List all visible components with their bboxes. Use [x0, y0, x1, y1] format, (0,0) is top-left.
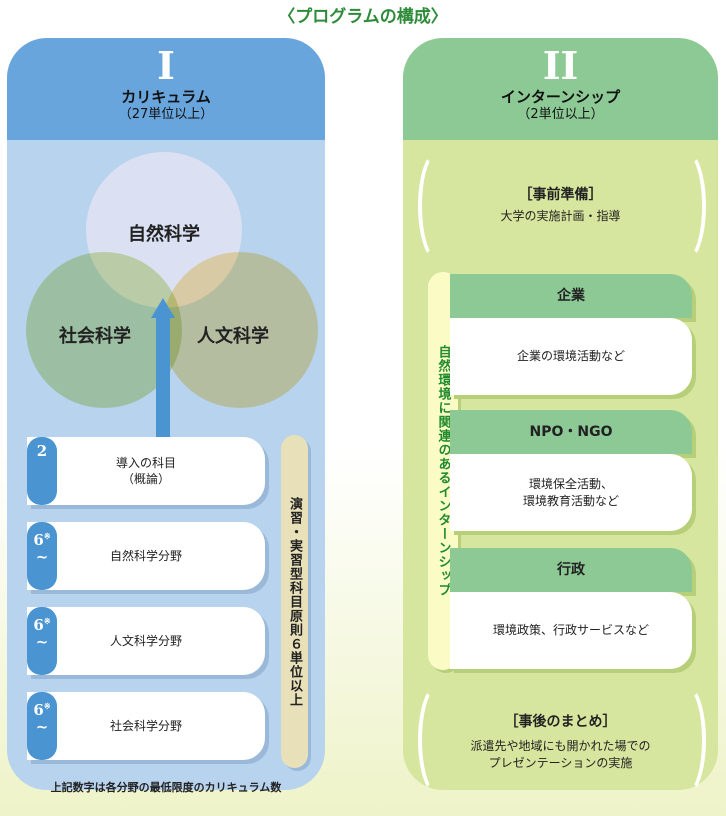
- min-units-tab: 2: [27, 437, 57, 505]
- course-label: 社会科学分野: [109, 719, 182, 733]
- venn-circle-humanities: [162, 252, 318, 408]
- course-sublabel: （概論）: [121, 472, 170, 486]
- post-training-line2: プレゼンテーションの実施: [488, 756, 633, 770]
- card-head-government: 行政: [450, 548, 692, 592]
- card-body-government: 環境政策、行政サービスなど: [450, 592, 692, 669]
- practicum-requirement-bar: 演習・実習型科目原則６単位以上: [281, 435, 308, 768]
- course-label: 導入の科目: [115, 456, 176, 470]
- card-head-company: 企業: [450, 274, 692, 318]
- min-units-tab: 6※~: [27, 607, 57, 675]
- course-box-intro: 2 導入の科目 （概論）: [27, 437, 265, 505]
- pre-training-desc: 大学の実施計画・指導: [500, 209, 621, 223]
- curriculum-units: （27単位以上）: [118, 107, 214, 122]
- course-box-natural: 6※~ 自然科学分野: [27, 522, 265, 590]
- card-body-company: 企業の環境活動など: [450, 318, 692, 395]
- right-paren-icon: [666, 684, 706, 796]
- internship-header: II インターンシップ （2単位以上）: [403, 38, 718, 140]
- diagram-title: 〈プログラムの構成〉: [278, 7, 448, 27]
- min-units-tab: 6※~: [27, 522, 57, 590]
- course-label: 自然科学分野: [109, 549, 182, 563]
- venn-label-social: 社会科学: [59, 326, 131, 347]
- curriculum-header: I カリキュラム （27単位以上）: [7, 38, 325, 140]
- post-training-title: ［事後のまとめ］: [504, 714, 617, 730]
- arrow-up-icon: [156, 315, 170, 440]
- course-box-social: 6※~ 社会科学分野: [27, 692, 265, 760]
- venn-label-humanities: 人文科学: [197, 326, 269, 347]
- min-units-tab: 6※~: [27, 692, 57, 760]
- internship-name: インターンシップ: [500, 88, 621, 106]
- course-label: 人文科学分野: [109, 634, 182, 648]
- curriculum-name: カリキュラム: [121, 88, 211, 106]
- card-head-npo: NPO・NGO: [450, 410, 692, 454]
- left-paren-icon: [418, 150, 458, 262]
- pre-training-title: ［事前準備］: [518, 187, 603, 203]
- venn-label-natural: 自然科学: [128, 224, 200, 245]
- card-body-npo: 環境保全活動、環境教育活動など: [450, 454, 692, 531]
- roman-numeral: I: [157, 43, 175, 88]
- roman-numeral: II: [542, 43, 579, 88]
- post-training-line1: 派遣先や地域にも開かれた場での: [470, 739, 651, 753]
- curriculum-footnote: 上記数字は各分野の最低限度のカリキュラム数: [50, 781, 282, 794]
- arrow-head: [151, 298, 175, 318]
- right-paren-icon: [666, 150, 706, 262]
- left-paren-icon: [418, 684, 458, 796]
- internship-units: （2単位以上）: [517, 107, 604, 122]
- course-box-humanities: 6※~ 人文科学分野: [27, 607, 265, 675]
